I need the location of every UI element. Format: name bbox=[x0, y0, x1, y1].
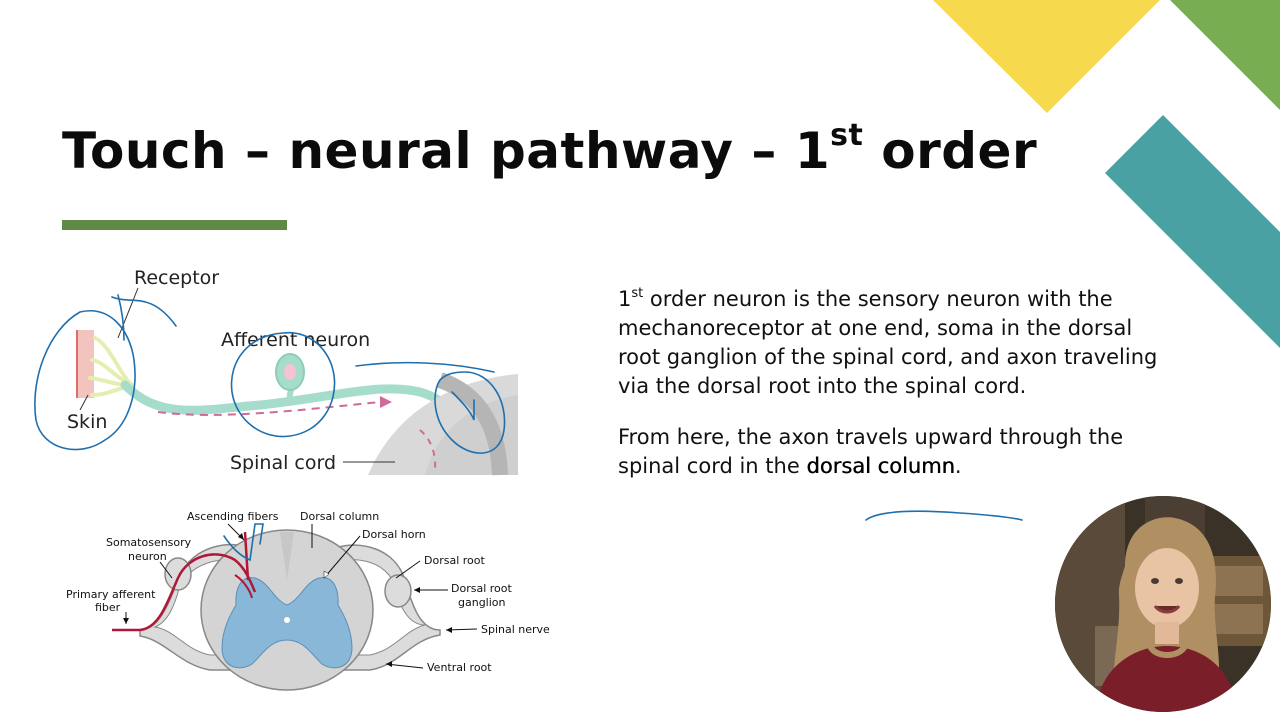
slide-body-text: 1st order neuron is the sensory neuron w… bbox=[618, 285, 1158, 503]
afferent-neuron-label: Afferent neuron bbox=[221, 329, 370, 351]
dorsal-column-label: Dorsal column bbox=[300, 510, 379, 523]
dorsal-root-ganglion-label-1: Dorsal root bbox=[451, 582, 512, 595]
neuron-pathway-diagram: Receptor Afferent neuron Skin Spinal cor… bbox=[67, 267, 518, 476]
p2-dorsal-column: dorsal column bbox=[806, 454, 955, 478]
paragraph-dorsal-column: From here, the axon travels upward throu… bbox=[618, 423, 1158, 481]
ventral-root-label: Ventral root bbox=[427, 661, 492, 674]
ascending-fibers-label: Ascending fibers bbox=[187, 510, 279, 523]
presenter-video-frame bbox=[1055, 496, 1271, 712]
dorsal-root-label: Dorsal root bbox=[424, 554, 485, 567]
title-suffix: order bbox=[863, 122, 1038, 180]
title-underline-bar bbox=[62, 220, 287, 230]
skin-layer bbox=[76, 330, 94, 398]
green-triangle bbox=[1170, 0, 1280, 110]
dorsal-root-ganglion-label-2: ganglion bbox=[458, 596, 506, 609]
p2-before: From here, the axon travels upward throu… bbox=[618, 425, 1124, 478]
yellow-triangle bbox=[933, 0, 1160, 113]
receptor-label: Receptor bbox=[134, 267, 219, 289]
somatosensory-neuron-label-2: neuron bbox=[128, 550, 167, 563]
paragraph-first-order: 1st order neuron is the sensory neuron w… bbox=[618, 285, 1158, 401]
spinal-cord-label: Spinal cord bbox=[230, 452, 336, 474]
primary-afferent-fiber-label-2: fiber bbox=[95, 601, 121, 614]
slide-title: Touch – neural pathway – 1st order bbox=[62, 118, 1038, 180]
title-prefix: Touch – neural pathway – 1 bbox=[62, 122, 831, 180]
spinal-nerve-label: Spinal nerve bbox=[481, 623, 550, 636]
primary-afferent-fiber bbox=[112, 553, 257, 632]
right-ganglion bbox=[384, 574, 412, 608]
spinal-cord-cross-section-diagram: Ascending fibers Dorsal column Dorsal ho… bbox=[66, 510, 550, 691]
primary-afferent-fiber-label-1: Primary afferent bbox=[66, 588, 156, 601]
p1-number: 1 bbox=[618, 287, 632, 311]
soma-nucleus bbox=[284, 364, 296, 380]
title-superscript: st bbox=[830, 118, 864, 153]
p1-superscript: st bbox=[631, 286, 644, 301]
skin-label: Skin bbox=[67, 411, 107, 433]
dorsal-horn-label: Dorsal horn bbox=[362, 528, 426, 541]
p2-after: . bbox=[954, 454, 962, 478]
p1-rest: order neuron is the sensory neuron with … bbox=[618, 287, 1158, 398]
teal-band bbox=[1105, 115, 1280, 348]
presenter-webcam bbox=[1055, 496, 1271, 712]
somatosensory-neuron-label-1: Somatosensory bbox=[106, 536, 192, 549]
